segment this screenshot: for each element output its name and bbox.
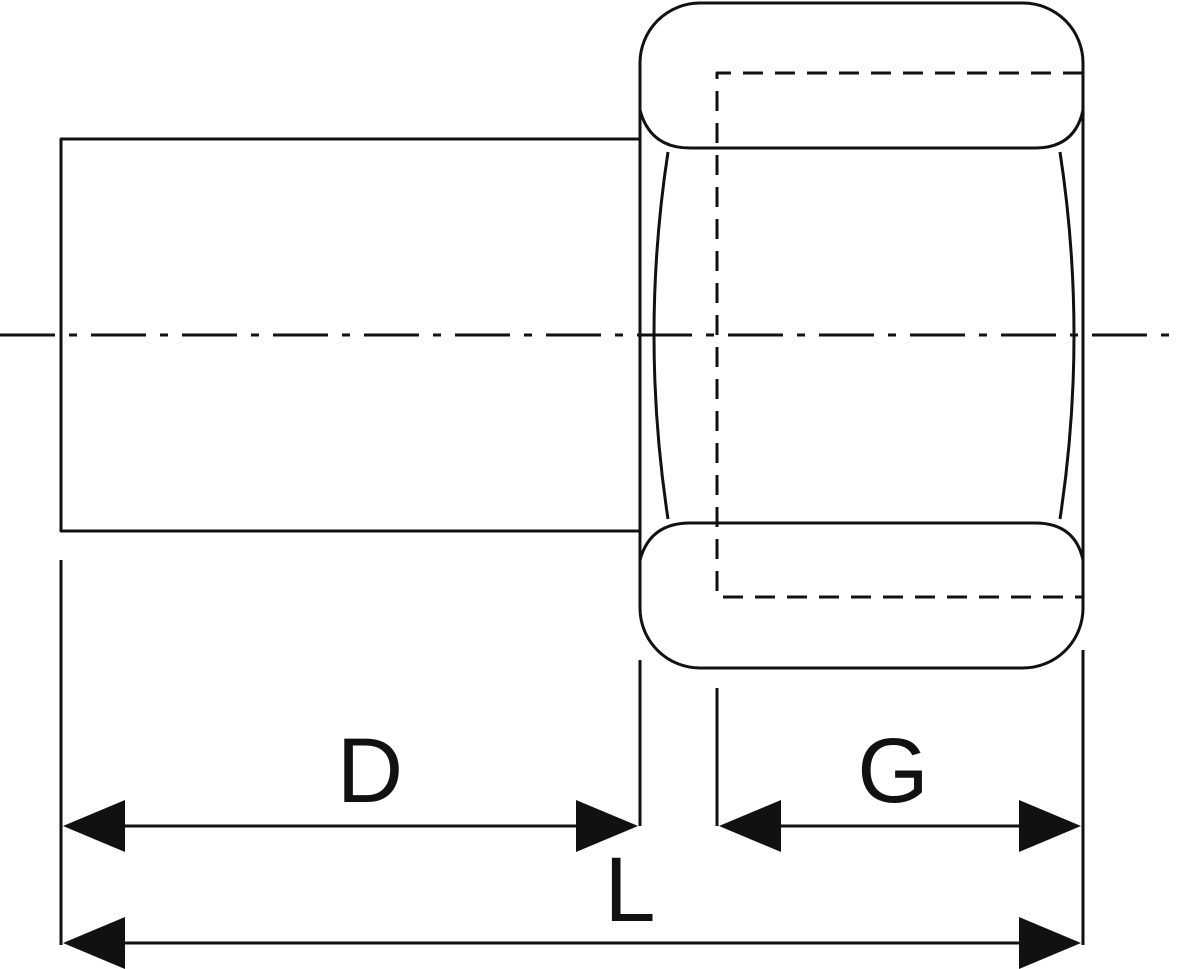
hex-nut-upper-face: [638, 109, 1085, 150]
hex-nut-lower-face: [638, 521, 1085, 561]
dimension-label-l: L: [604, 839, 655, 941]
arrowhead-d-left: [63, 800, 125, 852]
hex-nut-middle-face-left: [652, 151, 670, 520]
arrowhead-l-left: [63, 917, 125, 969]
hidden-thread-outline: [715, 71, 1083, 599]
arrowhead-g-left: [719, 800, 781, 852]
hex-nut-middle-face-right: [1058, 151, 1076, 520]
hex-nut-outline: [638, 1, 1085, 670]
dimension-label-g: G: [857, 720, 929, 822]
dimension-label-d: D: [337, 720, 403, 822]
arrowhead-g-right: [1019, 800, 1081, 852]
arrowhead-l-right: [1019, 917, 1081, 969]
arrowhead-d-right: [576, 800, 638, 852]
